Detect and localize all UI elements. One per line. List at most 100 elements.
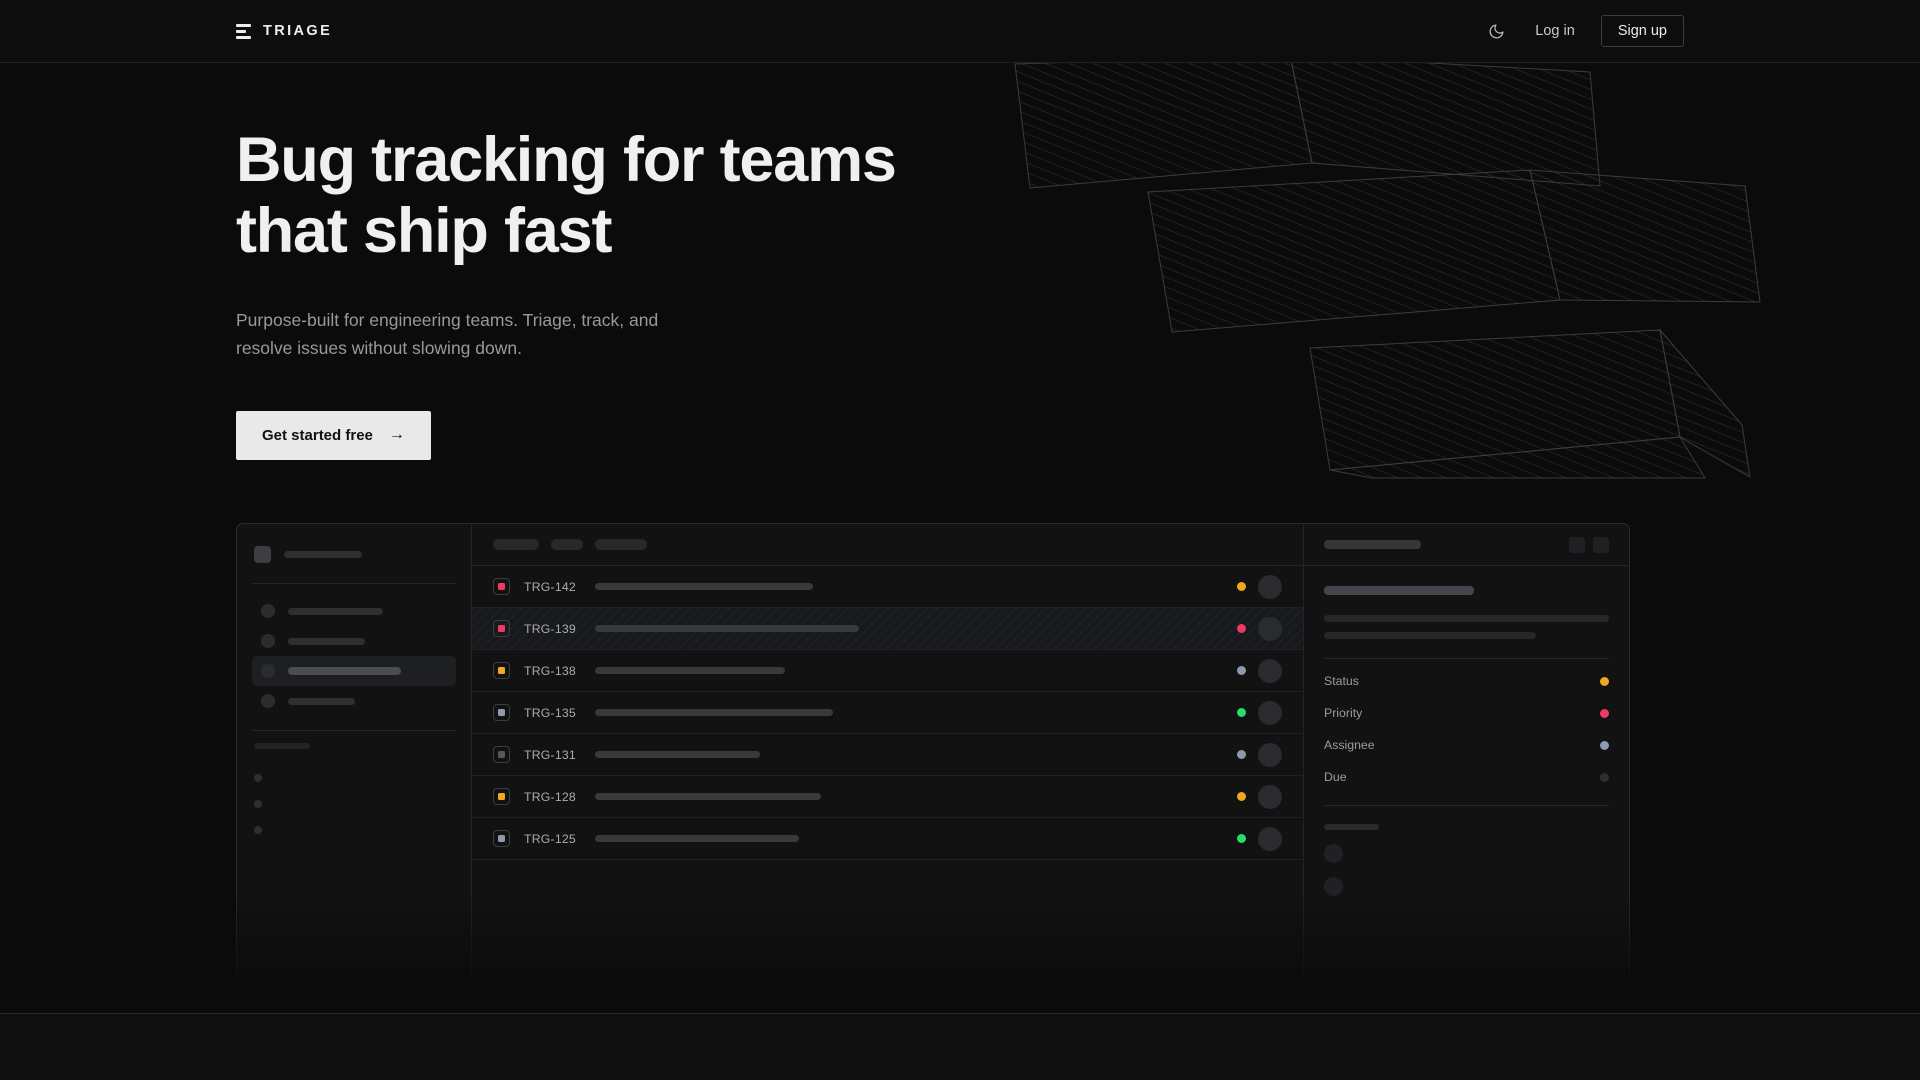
hero-section: Bug tracking for teams that ship fast Pu… <box>0 63 1920 460</box>
detail-meta-label: Assignee <box>1324 738 1375 752</box>
detail-panel-header <box>1304 524 1629 566</box>
navbar-actions: Log in Sign up <box>1483 14 1684 48</box>
login-link[interactable]: Log in <box>1535 23 1575 39</box>
sidebar-sub-item-2[interactable] <box>252 791 456 817</box>
detail-footer-label-skeleton <box>1324 824 1379 830</box>
get-started-label: Get started free <box>262 426 373 444</box>
hero-subtitle-line-2: resolve issues without slowing down. <box>236 338 522 359</box>
issue-id: TRG-135 <box>524 705 576 720</box>
page-title: Bug tracking for teams that ship fast <box>236 125 996 266</box>
table-row[interactable]: TRG-139 <box>472 608 1303 650</box>
table-row[interactable]: TRG-138 <box>472 650 1303 692</box>
bullet-dot-icon <box>254 774 262 782</box>
detail-panel-body: Status Priority Assignee Due <box>1304 566 1629 896</box>
status-dot <box>1237 708 1246 717</box>
sidebar-item-2-label-skeleton <box>288 637 365 645</box>
table-row[interactable]: TRG-131 <box>472 734 1303 776</box>
status-dot <box>1237 666 1246 675</box>
issue-row-meta <box>1237 826 1282 851</box>
detail-meta-assignee[interactable]: Assignee <box>1324 729 1609 761</box>
detail-meta-due[interactable]: Due <box>1324 761 1609 793</box>
issue-type-badge <box>493 830 510 847</box>
moon-icon[interactable] <box>1483 18 1509 44</box>
issue-title-skeleton <box>595 835 799 842</box>
sidebar-divider-bottom <box>252 730 456 731</box>
status-dot <box>1237 582 1246 591</box>
avatar <box>1258 574 1282 599</box>
issue-title-skeleton <box>595 625 859 632</box>
detail-meta-priority[interactable]: Priority <box>1324 697 1609 729</box>
preview-sidebar <box>237 524 472 1013</box>
issue-type-badge <box>493 788 510 805</box>
issue-title-skeleton <box>595 709 833 716</box>
sidebar-item-1-label-skeleton <box>288 607 383 615</box>
detail-action-2-button[interactable] <box>1593 536 1609 553</box>
tab-skeleton-2[interactable] <box>551 539 583 550</box>
issue-id: TRG-139 <box>524 621 576 636</box>
tab-skeleton-3[interactable] <box>595 539 647 550</box>
issue-row-meta <box>1237 784 1282 809</box>
hero-title-line-1: Bug tracking for teams <box>236 125 897 195</box>
get-started-button[interactable]: Get started free → <box>236 410 431 460</box>
detail-divider-top <box>1324 658 1609 659</box>
table-row[interactable]: TRG-142 <box>472 566 1303 608</box>
sidebar-item-3-active[interactable] <box>252 656 456 686</box>
sidebar-divider-top <box>252 583 456 584</box>
sidebar-item-3-label-skeleton <box>288 667 401 675</box>
nav-circle-icon <box>261 664 275 678</box>
nav-circle-icon <box>261 694 275 708</box>
sidebar-item-4[interactable] <box>252 686 456 716</box>
sidebar-workspace-switcher[interactable] <box>252 540 456 569</box>
bullet-dot-icon <box>254 800 262 808</box>
hero-subtitle-line-1: Purpose-built for engineering teams. Tri… <box>236 310 659 331</box>
detail-body-line-1 <box>1324 615 1609 622</box>
table-row[interactable]: TRG-135 <box>472 692 1303 734</box>
issue-row-meta <box>1237 616 1282 641</box>
bullet-dot-icon <box>254 826 262 834</box>
issue-title-skeleton <box>595 667 785 674</box>
avatar <box>1324 877 1343 896</box>
page-bottom-band <box>0 1013 1920 1080</box>
top-navbar: TRIAGE Log in Sign up <box>0 0 1920 63</box>
triage-logo-icon <box>236 23 251 39</box>
issue-title-skeleton <box>595 793 821 800</box>
avatar <box>1258 826 1282 851</box>
detail-header-skeleton <box>1324 540 1421 549</box>
sidebar-item-2[interactable] <box>252 626 456 656</box>
priority-badge <box>1600 708 1609 718</box>
status-dot <box>1237 624 1246 633</box>
issue-type-badge <box>493 662 510 679</box>
avatar <box>1258 658 1282 683</box>
tab-skeleton-1[interactable] <box>493 539 539 550</box>
hero-title-line-2: that ship fast <box>236 195 612 266</box>
avatar <box>1258 616 1282 641</box>
sidebar-item-1[interactable] <box>252 596 456 626</box>
avatar <box>1258 742 1282 767</box>
sidebar-section-label-skeleton <box>254 743 310 749</box>
sidebar-sub-item-1[interactable] <box>252 765 456 791</box>
sidebar-sub-item-3[interactable] <box>252 817 456 843</box>
status-dot <box>1237 834 1246 843</box>
sidebar-item-4-label-skeleton <box>288 697 355 705</box>
brand-logo[interactable]: TRIAGE <box>236 23 332 39</box>
issue-list-toolbar <box>472 524 1303 566</box>
navbar-inner: TRIAGE Log in Sign up <box>0 14 1920 48</box>
nav-circle-icon <box>261 604 275 618</box>
avatar <box>1258 784 1282 809</box>
detail-action-1-button[interactable] <box>1569 536 1585 553</box>
issue-id: TRG-142 <box>524 579 576 594</box>
table-row[interactable]: TRG-125 <box>472 818 1303 860</box>
detail-meta-label: Due <box>1324 770 1347 784</box>
issue-row-meta <box>1237 742 1282 767</box>
table-row[interactable]: TRG-128 <box>472 776 1303 818</box>
nav-circle-icon <box>261 634 275 648</box>
issue-title-skeleton <box>595 751 760 758</box>
detail-meta-label: Status <box>1324 674 1359 688</box>
issue-id: TRG-128 <box>524 789 576 804</box>
signup-button[interactable]: Sign up <box>1600 14 1684 48</box>
arrow-right-icon: → <box>388 426 405 444</box>
detail-meta-status[interactable]: Status <box>1324 665 1609 697</box>
issue-row-meta <box>1237 700 1282 725</box>
issue-id: TRG-138 <box>524 663 576 678</box>
